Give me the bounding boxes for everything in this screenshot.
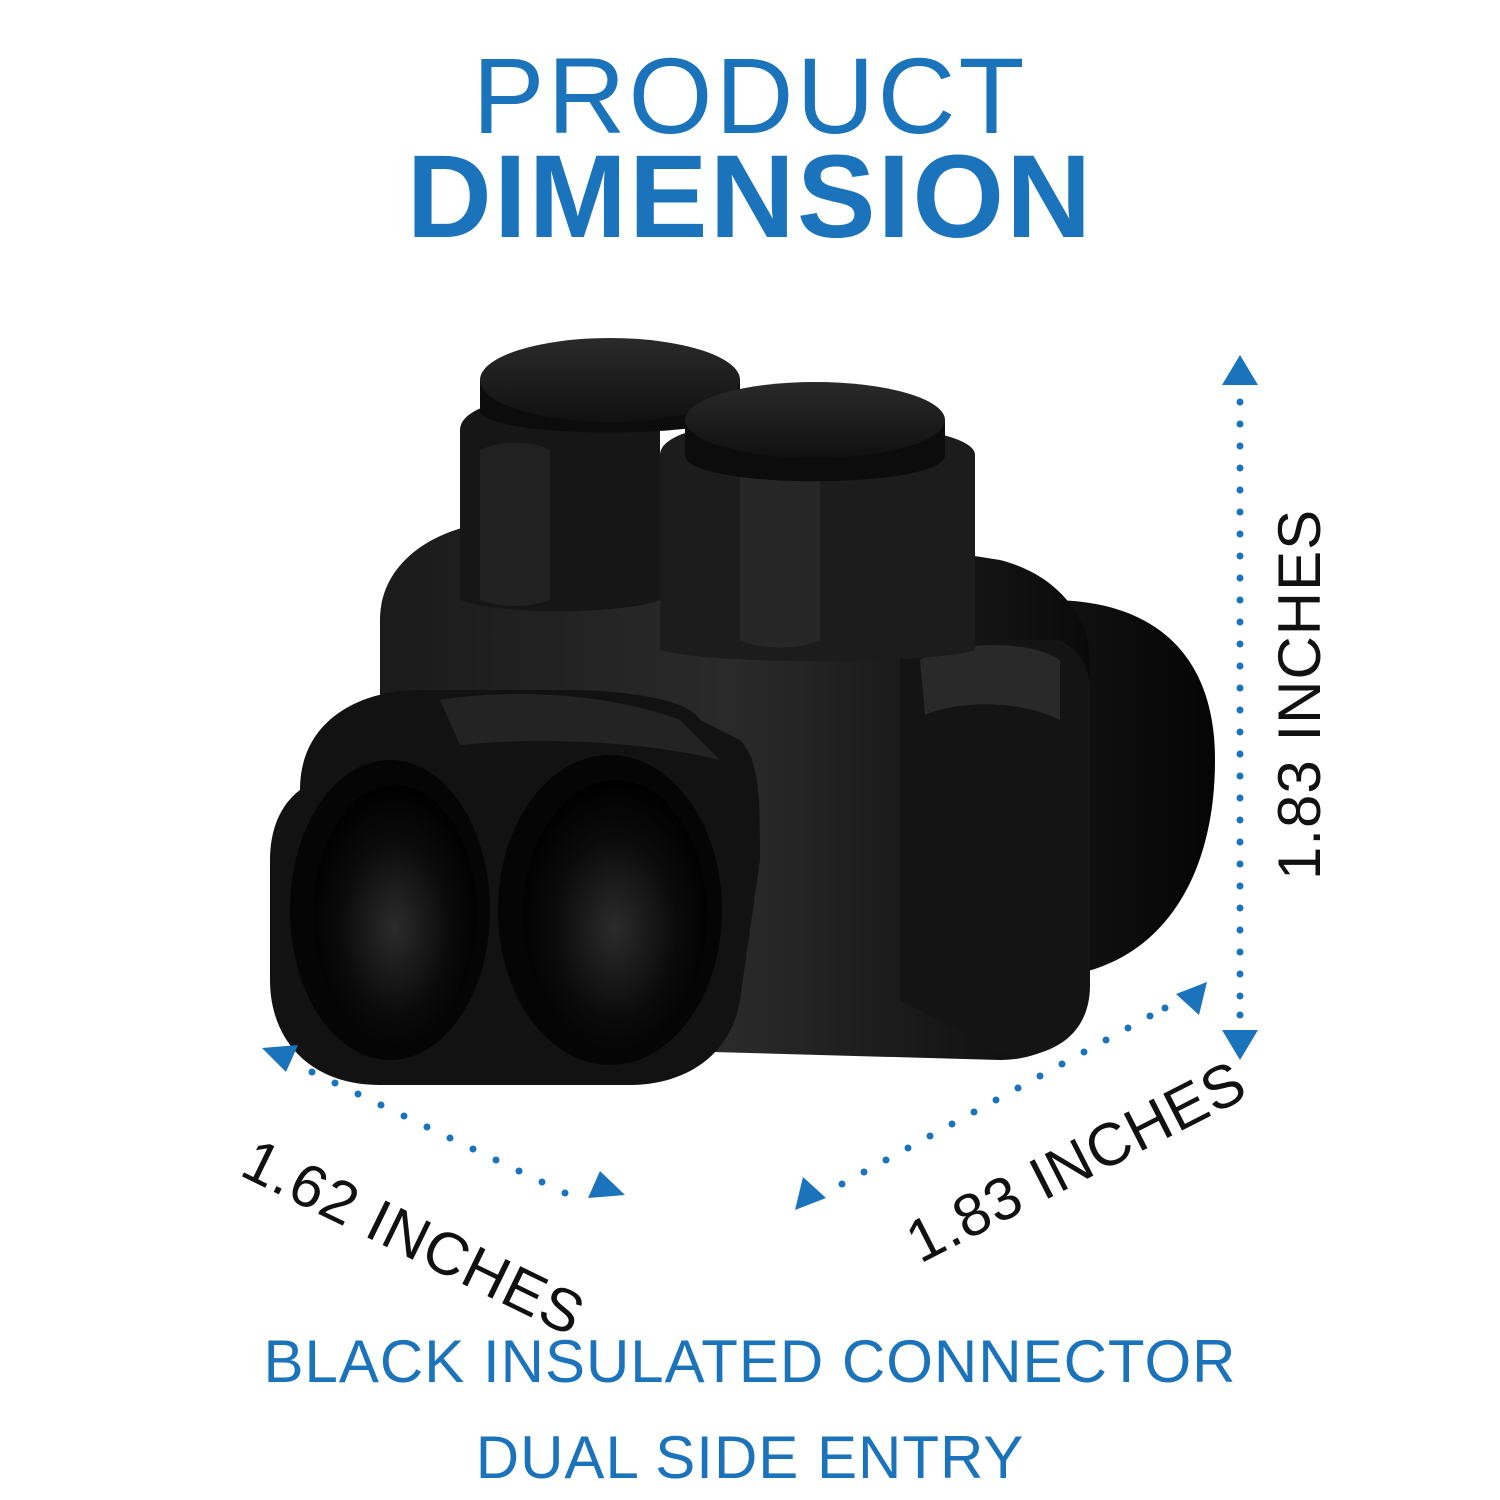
wire-hole-right <box>498 755 722 1065</box>
height-dimension-arrow <box>1222 355 1258 1060</box>
depth-dimension-arrow <box>795 982 1207 1210</box>
width-dimension-arrow <box>262 1045 625 1198</box>
title-line-1: PRODUCT <box>472 35 1028 156</box>
caption-line-1: BLACK INSULATED CONNECTOR <box>263 1328 1237 1395</box>
wire-hole-left <box>290 760 490 1060</box>
title-line-2: DIMENSION <box>406 131 1094 263</box>
screw-cap-right <box>685 382 945 482</box>
screw-cap-left <box>480 338 740 433</box>
caption-line-2: DUAL SIDE ENTRY <box>475 1424 1025 1491</box>
height-label: 1.83 INCHES <box>1266 508 1333 880</box>
